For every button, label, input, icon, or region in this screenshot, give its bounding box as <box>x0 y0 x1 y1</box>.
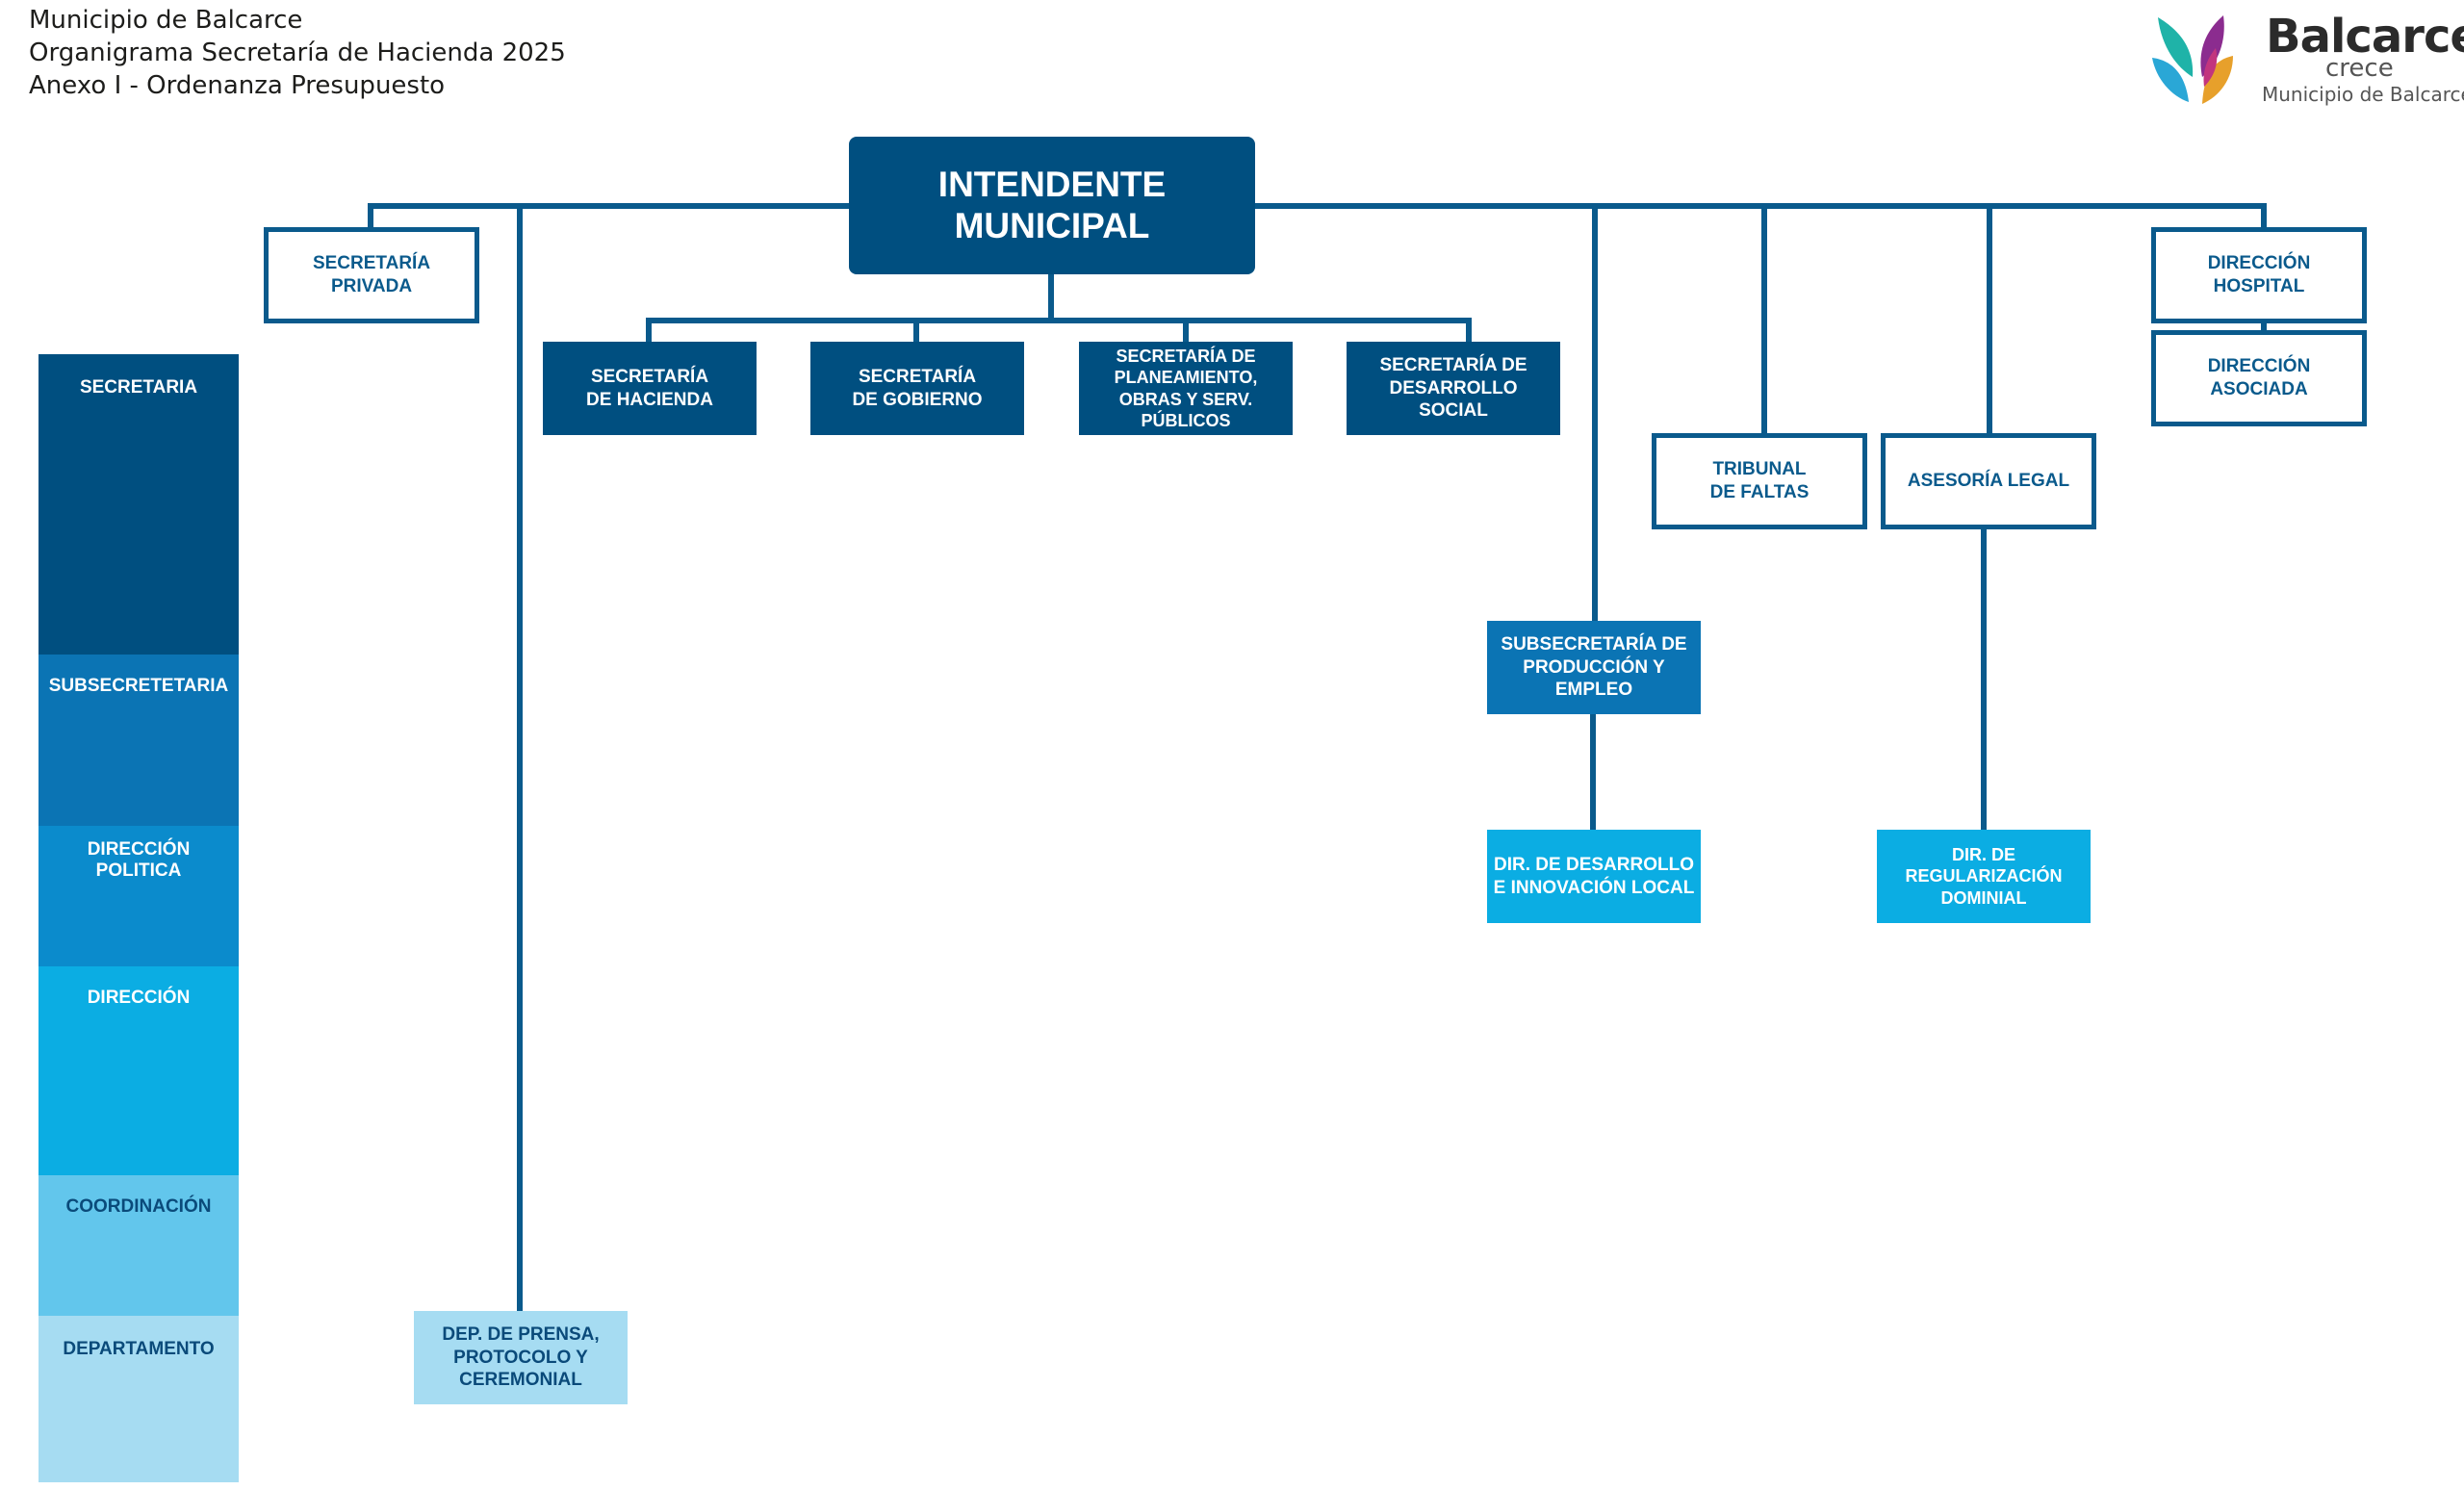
legend-departamento-label: DEPARTAMENTO <box>63 1339 215 1359</box>
node-intendente-municipal: INTENDENTE MUNICIPAL <box>849 137 1255 274</box>
legend-departamento: DEPARTAMENTO <box>38 1316 239 1482</box>
node-secretaria-planeamiento: SECRETARÍA DE PLANEAMIENTO, OBRAS Y SERV… <box>1079 342 1293 435</box>
balcarce-logo: Balcarce crece Municipio de Balcarce <box>2148 10 2464 110</box>
legend-coordinacion-label: COORDINACIÓN <box>65 1196 212 1217</box>
document-header: Municipio de Balcarce Organigrama Secret… <box>29 4 566 102</box>
legend-subsecretaria: SUBSECRETETARIA <box>38 655 239 826</box>
node-dir-desarrollo-innovacion: DIR. DE DESARROLLO E INNOVACIÓN LOCAL <box>1487 830 1701 923</box>
legend-subsecretaria-label: SUBSECRETETARIA <box>48 676 229 696</box>
header-title: Organigrama Secretaría de Hacienda 2025 <box>29 39 566 67</box>
node-subsecretaria-produccion: SUBSECRETARÍA DE PRODUCCIÓN Y EMPLEO <box>1487 621 1701 714</box>
node-secretaria-hacienda: SECRETARÍA DE HACIENDA <box>543 342 757 435</box>
node-dep-prensa: DEP. DE PRENSA, PROTOCOLO Y CEREMONIAL <box>414 1311 628 1404</box>
node-asesoria-legal: ASESORÍA LEGAL <box>1881 433 2096 529</box>
node-dir-regularizacion-dominial: DIR. DE REGULARIZACIÓN DOMINIAL <box>1877 830 2091 923</box>
legend-direccion-politica-label: DIRECCIÓN POLITICA <box>87 839 191 881</box>
legend-secretaria: SECRETARIA <box>38 354 239 655</box>
butterfly-icon <box>2152 15 2233 104</box>
legend-secretaria-label: SECRETARIA <box>79 377 198 398</box>
legend-direccion: DIRECCIÓN <box>38 966 239 1175</box>
legend-direccion-politica: DIRECCIÓN POLITICA <box>38 826 239 966</box>
logo-tagline: crece <box>2325 54 2394 83</box>
node-direccion-asociada: DIRECCIÓN ASOCIADA <box>2151 330 2367 426</box>
header-subtitle: Anexo I - Ordenanza Presupuesto <box>29 71 446 100</box>
node-tribunal-faltas: TRIBUNAL DE FALTAS <box>1652 433 1867 529</box>
node-secretaria-gobierno: SECRETARÍA DE GOBIERNO <box>810 342 1024 435</box>
logo-subtitle: Municipio de Balcarce <box>2262 83 2464 106</box>
legend-direccion-label: DIRECCIÓN <box>87 988 191 1008</box>
logo-name: Balcarce <box>2266 10 2464 64</box>
legend-coordinacion: COORDINACIÓN <box>38 1175 239 1316</box>
node-secretaria-desarrollo-social: SECRETARÍA DE DESARROLLO SOCIAL <box>1347 342 1560 435</box>
header-municipality: Municipio de Balcarce <box>29 6 303 35</box>
node-secretaria-privada: SECRETARÍA PRIVADA <box>264 227 479 323</box>
node-direccion-hospital: DIRECCIÓN HOSPITAL <box>2151 227 2367 323</box>
